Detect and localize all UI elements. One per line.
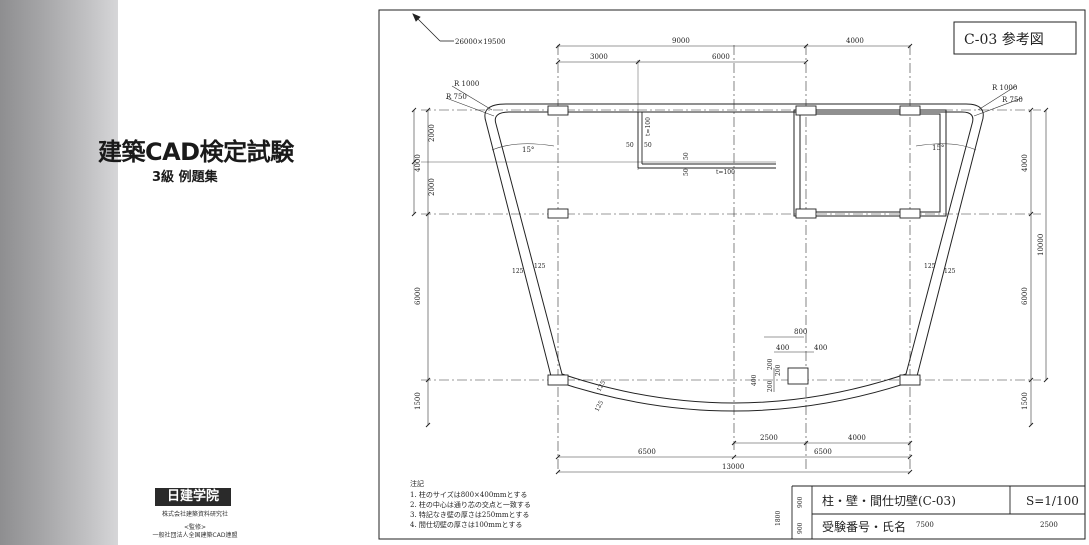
title-block-scale: S=1/100 bbox=[1026, 494, 1079, 508]
wall-125b: 125 bbox=[534, 263, 546, 270]
radius-r750-left: R 750 bbox=[446, 93, 467, 101]
note-2: 2. 柱の中心は通り芯の交点と一致する bbox=[410, 500, 531, 509]
publisher-logo: 日建学院 bbox=[155, 488, 231, 506]
dimension-lines bbox=[413, 45, 1047, 473]
partition-t100-horizontal: t=100 bbox=[716, 169, 735, 176]
page-divider bbox=[368, 0, 376, 545]
dim-bot-6500b: 6500 bbox=[814, 448, 832, 456]
radius-leaders bbox=[445, 85, 1023, 117]
title-block-examinee: 受験番号・氏名 bbox=[822, 519, 906, 534]
col-200c: 200 bbox=[775, 364, 782, 376]
notes-heading: 注記 bbox=[410, 479, 424, 488]
ref-label: C-03 参考図 bbox=[964, 31, 1044, 48]
title-block-title: 柱・壁・間仕切壁(C-03) bbox=[822, 493, 956, 508]
radius-r1000-left: R 1000 bbox=[454, 80, 479, 88]
partition-t100-vertical: t=100 bbox=[645, 117, 652, 136]
wall-125c: 125 bbox=[924, 263, 936, 270]
dim-top-6000: 6000 bbox=[712, 53, 730, 61]
grid-extra bbox=[421, 60, 776, 170]
angle-left: 15° bbox=[522, 146, 534, 154]
note-1: 1. 柱のサイズは800×400mmとする bbox=[410, 490, 527, 499]
partition-50c: 50 bbox=[683, 152, 690, 160]
cad-drawing: C-03 参考図 26000×19500 bbox=[378, 9, 1086, 540]
cover-title: 建築CAD検定試験 bbox=[98, 138, 294, 166]
col-200a: 200 bbox=[767, 358, 774, 370]
title-block-2500: 2500 bbox=[1040, 521, 1058, 529]
book-cover: 建築CAD検定試験 3級 例題集 日建学院 株式会社建築資料研究社 <監修> 一… bbox=[0, 0, 368, 545]
title-block-1800: 1800 bbox=[775, 511, 782, 526]
col-800: 800 bbox=[794, 328, 807, 336]
dim-top-3000: 3000 bbox=[590, 53, 608, 61]
dim-bot-2500: 2500 bbox=[760, 434, 778, 442]
dim-bot-13000: 13000 bbox=[722, 463, 744, 471]
cover-supervisor: 一般社団法人全国建築CAD連盟 bbox=[152, 532, 238, 539]
radius-r1000-right: R 1000 bbox=[992, 84, 1017, 92]
col-400c: 400 bbox=[751, 374, 758, 386]
wall-125d: 125 bbox=[944, 268, 956, 275]
col-200b: 200 bbox=[767, 380, 774, 392]
col-400b: 400 bbox=[814, 344, 827, 352]
radius-r750-right: R 750 bbox=[1002, 96, 1023, 104]
dim-top-4000: 4000 bbox=[846, 37, 864, 45]
dim-left-1500: 1500 bbox=[414, 392, 422, 410]
angle-right: 15° bbox=[932, 144, 944, 152]
interior-partition bbox=[637, 112, 776, 169]
sheet-frame bbox=[378, 9, 1086, 540]
dim-right-4000: 4000 bbox=[1021, 154, 1029, 172]
cover-gray-band bbox=[0, 0, 118, 545]
dim-left-2000b: 2000 bbox=[428, 178, 436, 196]
note-4: 4. 間仕切壁の厚さは100mmとする bbox=[410, 520, 522, 529]
grid-lines bbox=[421, 45, 1041, 470]
dim-right-6000: 6000 bbox=[1021, 287, 1029, 305]
dimension-ticks bbox=[411, 43, 1049, 475]
columns bbox=[547, 105, 921, 386]
title-block-7500: 7500 bbox=[916, 521, 934, 529]
wall-125f: 125 bbox=[594, 399, 606, 413]
title-block-900a: 900 bbox=[797, 496, 804, 508]
partition-50d: 50 bbox=[683, 168, 690, 176]
wall-125e: 125 bbox=[596, 379, 608, 393]
col-400a: 400 bbox=[776, 344, 789, 352]
room-partition bbox=[793, 109, 947, 217]
dim-left-2000a: 2000 bbox=[428, 124, 436, 142]
title-block-900b: 900 bbox=[797, 522, 804, 534]
dim-left-4000: 4000 bbox=[414, 154, 422, 172]
angle-arcs bbox=[491, 143, 977, 151]
drawing-sheet: C-03 参考図 26000×19500 bbox=[376, 0, 1089, 545]
cover-publisher: 株式会社建築資料研究社 bbox=[161, 511, 228, 518]
site-size-label: 26000×19500 bbox=[455, 38, 505, 46]
dim-top-9000: 9000 bbox=[672, 37, 690, 45]
site-size-leader bbox=[412, 13, 454, 42]
wall-125a: 125 bbox=[512, 268, 524, 275]
dim-right-1500: 1500 bbox=[1021, 392, 1029, 410]
title-block bbox=[791, 485, 1085, 539]
dim-bot-4000: 4000 bbox=[848, 434, 866, 442]
partition-50b: 50 bbox=[644, 142, 652, 149]
dim-right-10000: 10000 bbox=[1037, 234, 1045, 256]
cover-supervisor-label: <監修> bbox=[183, 524, 207, 531]
ref-label-box bbox=[953, 21, 1077, 55]
dim-bot-6500a: 6500 bbox=[638, 448, 656, 456]
cover-subtitle: 3級 例題集 bbox=[152, 170, 218, 185]
note-3: 3. 特記なき壁の厚さは250mmとする bbox=[410, 510, 529, 519]
dim-left-6000: 6000 bbox=[414, 287, 422, 305]
partition-50a: 50 bbox=[626, 142, 634, 149]
